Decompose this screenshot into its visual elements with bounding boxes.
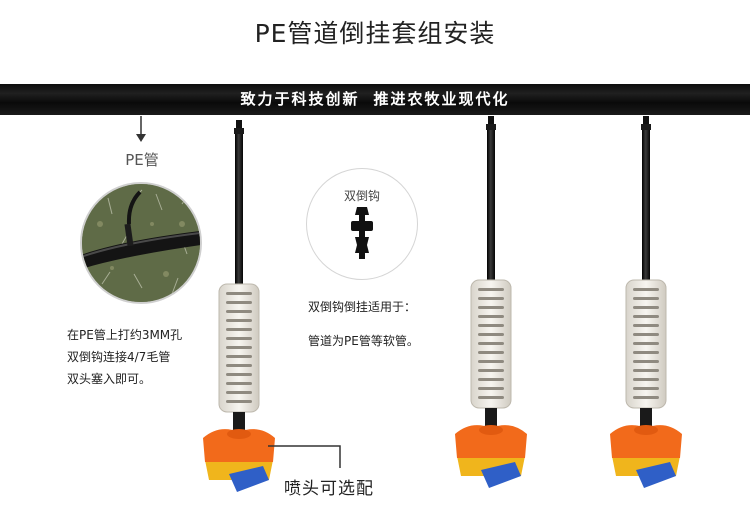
drip-assembly-middle xyxy=(454,115,528,489)
hook-instructions: 双倒钩倒挂适用于： 管道为PE管等软管。 xyxy=(308,290,419,358)
hook-label: 双倒钩 xyxy=(343,189,380,203)
pe-instructions: 在PE管上打约3MM孔 双倒钩连接4/7毛管 双头塞入即可。 xyxy=(67,324,182,390)
slogan-right: 推进农牧业现代化 xyxy=(373,90,510,108)
pe-instruction-line: 双头塞入即可。 xyxy=(67,372,152,386)
page-title: PE管道倒挂套组安装 xyxy=(254,19,496,48)
double-barb-hook-icon xyxy=(351,207,373,259)
pe-pipe-label: PE管 xyxy=(125,151,159,169)
arrow-down-icon xyxy=(136,116,146,142)
nozzle-callout-line xyxy=(268,445,341,468)
hook-instruction-line: 双倒钩倒挂适用于： xyxy=(308,300,417,314)
pe-pipe-photo xyxy=(80,182,202,304)
slogan-left: 致力于科技创新 xyxy=(240,90,360,108)
pe-instruction-line: 双倒钩连接4/7毛管 xyxy=(67,350,171,364)
nozzle-label: 喷头可选配 xyxy=(284,479,374,499)
drip-assembly-left xyxy=(202,119,276,493)
double-barb-hook-callout: 双倒钩 xyxy=(306,168,418,280)
hook-instruction-line: 管道为PE管等软管。 xyxy=(308,334,419,348)
pe-instruction-line: 在PE管上打约3MM孔 xyxy=(67,328,183,342)
pipe-slogan: 致力于科技创新推进农牧业现代化 xyxy=(0,84,750,115)
pe-pipe-banner: 致力于科技创新推进农牧业现代化 xyxy=(0,84,750,115)
drip-assembly-right xyxy=(609,115,683,489)
